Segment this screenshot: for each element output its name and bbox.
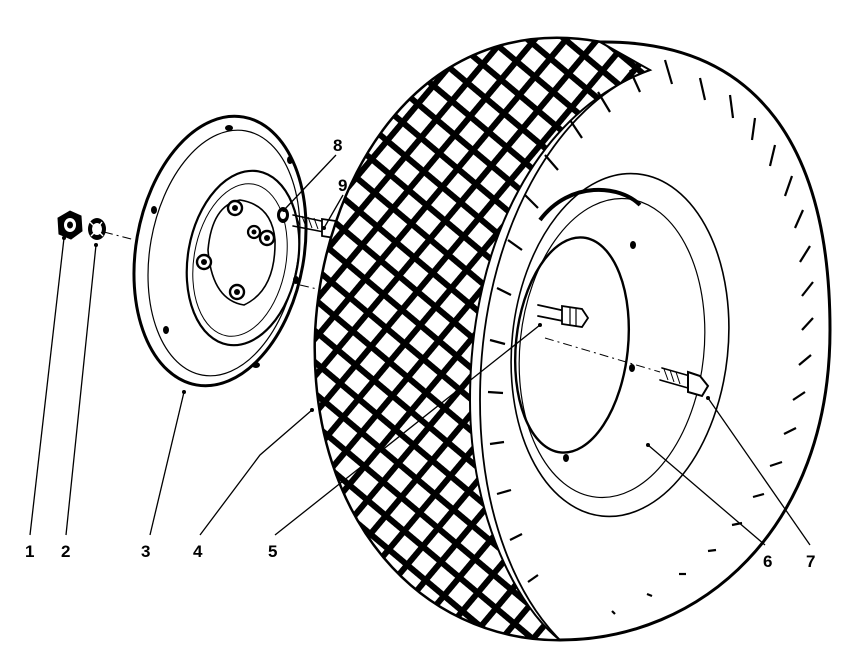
callout-9: 9	[338, 176, 347, 195]
callout-2: 2	[61, 542, 70, 561]
leader-lines	[29, 154, 811, 546]
wheel-rim-icon	[510, 172, 730, 518]
callout-4: 4	[193, 542, 203, 561]
callout-3: 3	[141, 542, 150, 561]
tire-shoulder-lugs	[487, 59, 814, 615]
hub-studs	[195, 199, 276, 301]
callout-1: 1	[25, 542, 34, 561]
callout-8: 8	[333, 136, 342, 155]
lock-washer-icon	[88, 218, 106, 240]
rim-bolt-icon	[659, 367, 710, 398]
hex-nut-icon	[57, 210, 83, 240]
tire-icon	[313, 36, 832, 642]
callout-7: 7	[806, 552, 815, 571]
hub-washer-icon	[277, 207, 289, 223]
callout-5: 5	[268, 542, 277, 561]
callout-labels: 1 2 3 4 5 6 7 8 9	[25, 136, 815, 571]
wheel-hub-plate-icon	[132, 114, 308, 388]
valve-stem-icon	[537, 304, 590, 328]
callout-6: 6	[763, 552, 772, 571]
